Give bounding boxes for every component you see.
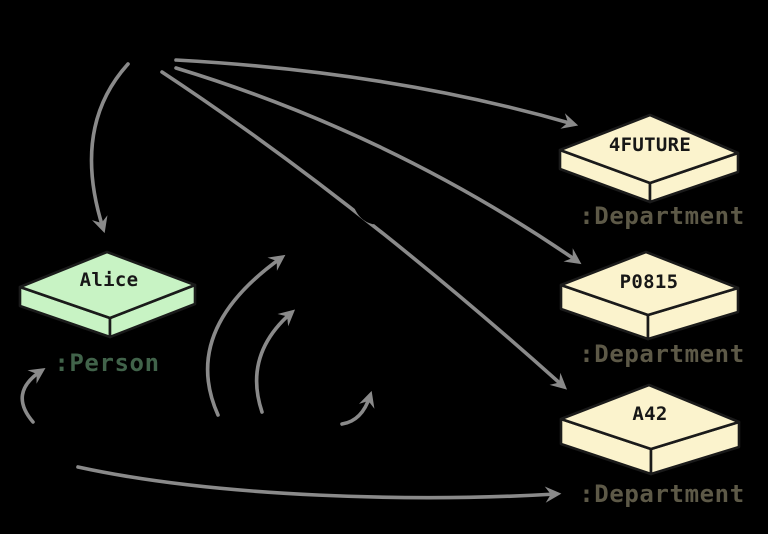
edge-to-4future (174, 58, 579, 129)
a42-node-label: A42 (632, 403, 668, 425)
overlap-mark-on-a42-edge (353, 203, 376, 225)
4future-node-label: 4FUTURE (608, 134, 692, 156)
4future-department-type-label: :Department (579, 202, 745, 230)
edge-to-alice (89, 62, 130, 234)
edge-arc-right (340, 390, 375, 426)
a42-top-face (559, 383, 741, 451)
edge-layer (20, 58, 582, 503)
edge-to-p0815 (174, 66, 582, 265)
p0815-department-type-label: :Department (579, 340, 745, 368)
label-overlap-marks (353, 194, 480, 225)
edge-to-a42-department-label (76, 465, 562, 503)
alice-top-face (18, 250, 197, 320)
edge-to-person-label (20, 368, 46, 424)
edge-arc-left (205, 254, 286, 417)
node-p0815 (559, 250, 740, 341)
a42-department-type-label: :Department (579, 480, 745, 508)
edge-arc-middle (254, 309, 296, 414)
p0815-node-label: P0815 (619, 271, 679, 293)
alice-node-label: Alice (79, 269, 139, 291)
node-a42 (559, 383, 741, 476)
edge-to-a42 (160, 70, 568, 390)
overlap-mark-on-p0815-edge (464, 194, 480, 207)
4future-top-face (558, 113, 740, 185)
person-type-label: :Person (54, 349, 160, 377)
node-alice (18, 250, 197, 339)
node-4future (558, 113, 740, 204)
p0815-top-face (559, 250, 740, 317)
